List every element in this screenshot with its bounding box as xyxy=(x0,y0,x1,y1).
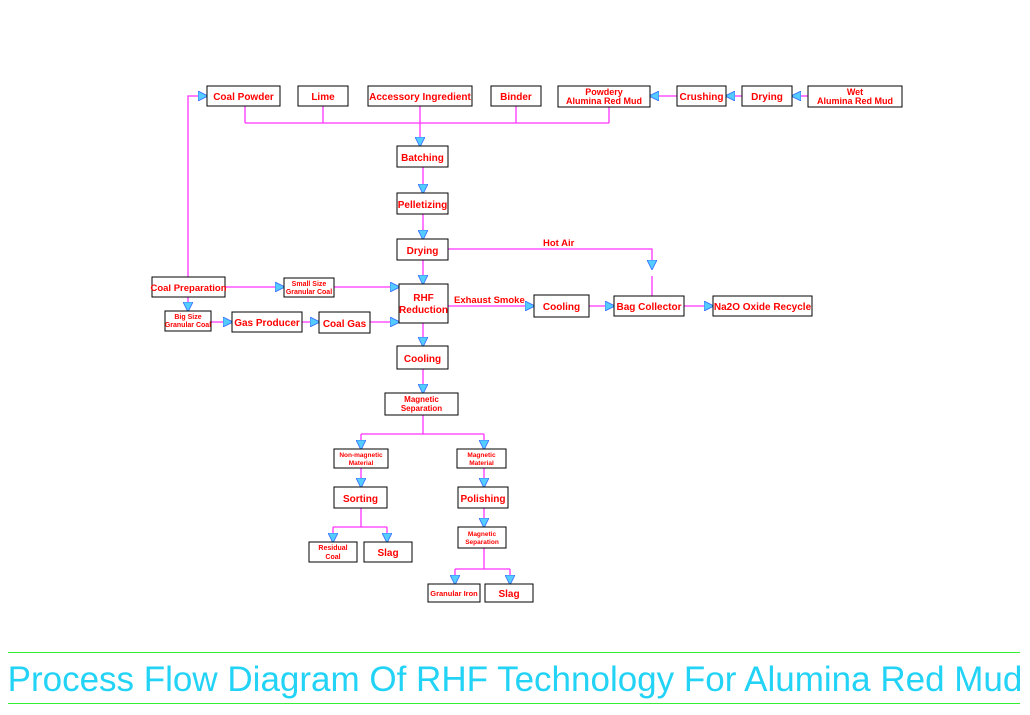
node-non-magnetic-material: Non-magnetic Material xyxy=(333,448,389,469)
node-magsep-label-2: Separation xyxy=(401,404,442,413)
node-nonmag-label-1: Non-magnetic xyxy=(339,452,383,459)
node-cooling: Cooling xyxy=(396,345,449,370)
node-residual-label-1: Residual xyxy=(318,545,347,552)
node-magnetic-separation: Magnetic Separation xyxy=(384,392,459,416)
node-small-label-1: Small Size xyxy=(292,281,327,288)
node-gas-producer: Gas Producer xyxy=(231,311,303,333)
node-coal-gas-label: Coal Gas xyxy=(323,319,367,330)
node-magnetic-separation-2: Magnetic Separation xyxy=(457,526,507,549)
node-bag-collector-label: Bag Collector xyxy=(616,302,681,313)
node-drying-top-label: Drying xyxy=(751,92,783,103)
edge-coalprep-to-coalpowder xyxy=(187,96,207,277)
node-drying-label: Drying xyxy=(407,246,439,257)
node-crushing: Crushing xyxy=(676,85,727,107)
node-powdery-alumina-red-mud: Powdery Alumina Red Mud xyxy=(557,85,651,108)
node-nonmag-label-2: Material xyxy=(349,460,374,467)
node-slag-right: Slag xyxy=(484,583,534,603)
page-title: Process Flow Diagram Of RHF Technology F… xyxy=(7,660,1023,699)
node-coal-gas: Coal Gas xyxy=(318,311,371,334)
node-na2o-oxide-recycle: Na2O Oxide Recycle xyxy=(712,295,813,317)
node-rhf-reduction: RHF Reduction xyxy=(398,283,449,324)
node-coal-powder-label: Coal Powder xyxy=(213,92,274,103)
node-magsep-label-1: Magnetic xyxy=(404,395,439,404)
node-big-label-2: Granular Coal xyxy=(165,322,211,329)
edge-label-hot-air: Hot Air xyxy=(543,238,575,249)
node-lime-label: Lime xyxy=(311,92,335,103)
node-big-size-granular-coal: Big Size Granular Coal xyxy=(164,310,212,332)
node-powdery-label-1: Powdery xyxy=(585,87,623,97)
node-cooling-label: Cooling xyxy=(404,354,441,365)
node-slag-left-label: Slag xyxy=(377,548,398,559)
node-accessory-ingredient: Accessory Ingredient xyxy=(367,85,473,107)
node-big-label-1: Big Size xyxy=(174,314,201,321)
node-binder: Binder xyxy=(490,85,542,107)
node-cooling-exhaust-label: Cooling xyxy=(543,302,580,313)
node-granular-iron-label: Granular Iron xyxy=(430,589,478,598)
node-sorting-label: Sorting xyxy=(343,494,378,505)
node-residual-coal: Residual Coal xyxy=(308,541,358,563)
node-accessory-label: Accessory Ingredient xyxy=(369,92,471,103)
node-polishing-label: Polishing xyxy=(461,494,506,505)
node-batching: Batching xyxy=(396,145,449,168)
node-magnetic-material: Magnetic Material xyxy=(456,448,507,469)
node-granular-iron: Granular Iron xyxy=(427,583,481,603)
node-magmat-label-1: Magnetic xyxy=(467,452,496,459)
node-coal-prep-label: Coal Preparation xyxy=(150,283,226,294)
node-slag-left: Slag xyxy=(363,541,413,563)
node-slag-right-label: Slag xyxy=(498,589,519,600)
node-na2o-label: Na2O Oxide Recycle xyxy=(714,302,812,313)
title-rule-bottom xyxy=(8,703,1020,704)
node-crushing-label: Crushing xyxy=(680,92,724,103)
node-wet-label-1: Wet xyxy=(847,87,863,97)
node-wet-alumina-red-mud: Wet Alumina Red Mud xyxy=(807,85,903,108)
node-wet-label-2: Alumina Red Mud xyxy=(817,96,893,106)
edges xyxy=(188,96,808,584)
node-drying-top: Drying xyxy=(741,85,793,107)
node-residual-label-2: Coal xyxy=(325,554,340,561)
node-gas-producer-label: Gas Producer xyxy=(234,318,300,329)
node-bag-collector: Bag Collector xyxy=(613,295,685,317)
node-magsep2-label-2: Separation xyxy=(465,539,499,546)
node-cooling-exhaust: Cooling xyxy=(533,294,590,318)
node-small-label-2: Granular Coal xyxy=(286,289,332,296)
node-batching-label: Batching xyxy=(401,153,444,164)
node-lime: Lime xyxy=(297,85,349,107)
node-powdery-label-2: Alumina Red Mud xyxy=(566,96,642,106)
node-pelletizing-label: Pelletizing xyxy=(398,200,447,211)
node-small-size-granular-coal: Small Size Granular Coal xyxy=(283,277,335,298)
node-polishing: Polishing xyxy=(457,486,509,509)
node-magsep2-label-1: Magnetic xyxy=(468,531,497,538)
node-binder-label: Binder xyxy=(500,92,532,103)
title-rule-top xyxy=(8,652,1020,653)
node-rhf-label-2: Reduction xyxy=(399,305,448,316)
node-rhf-label-1: RHF xyxy=(413,293,434,304)
node-sorting: Sorting xyxy=(333,486,388,509)
edge-label-exhaust-smoke: Exhaust Smoke xyxy=(454,295,525,306)
node-drying: Drying xyxy=(396,238,449,261)
node-pelletizing: Pelletizing xyxy=(396,192,449,215)
node-coal-preparation: Coal Preparation xyxy=(150,276,227,298)
node-magmat-label-2: Material xyxy=(469,460,494,467)
edge-hot-air xyxy=(448,248,652,269)
node-coal-powder: Coal Powder xyxy=(206,85,281,107)
